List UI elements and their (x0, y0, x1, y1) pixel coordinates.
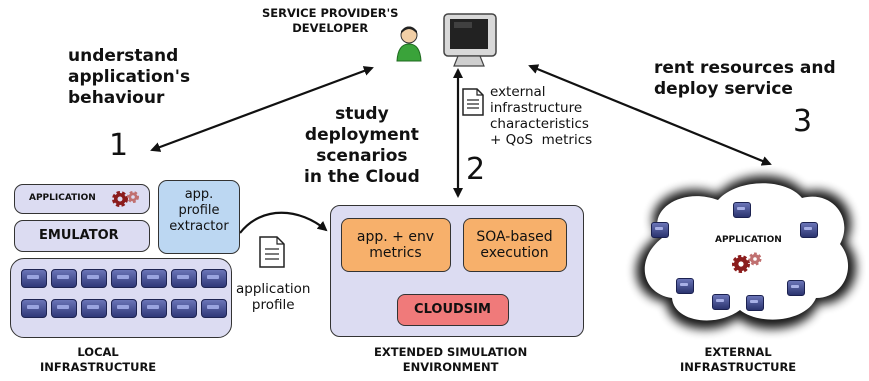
developer-label: SERVICE PROVIDER'S DEVELOPER (262, 6, 399, 35)
application-profile-document-icon (259, 236, 285, 268)
cloud-server-icon (651, 222, 669, 238)
server-icon (81, 269, 107, 288)
server-icon (51, 269, 77, 288)
step-1-number: 1 (109, 128, 129, 163)
server-icon (21, 299, 47, 318)
cloud-server-icon (746, 295, 764, 311)
cloud-server-icon (676, 278, 694, 294)
cloud-gears-icon (732, 252, 762, 273)
application-label: APPLICATION (29, 193, 96, 203)
cloudsim-box: CLOUDSIM (397, 294, 509, 326)
cloud-application-label: APPLICATION (715, 235, 782, 245)
developer-person-icon (396, 26, 422, 62)
server-icon (201, 269, 227, 288)
external-characteristics-text: external infrastructure characteristics … (490, 84, 593, 148)
server-icon (81, 299, 107, 318)
external-infrastructure-caption: EXTERNAL INFRASTRUCTURE (680, 345, 797, 374)
rent-resources-text: rent resources and deploy service (654, 58, 836, 99)
arrow-developer-local (150, 66, 374, 152)
application-profile-label: application profile (236, 281, 311, 313)
metrics-label: app. + env metrics (356, 229, 435, 261)
server-icon (171, 269, 197, 288)
local-infrastructure-caption: LOCAL INFRASTRUCTURE (40, 345, 157, 374)
profile-extractor-box: app. profile extractor (158, 180, 240, 254)
server-icon (51, 299, 77, 318)
simulation-environment-box: app. + env metrics SOA-based execution C… (330, 205, 584, 337)
soa-execution-label: SOA-based execution (476, 229, 553, 261)
application-box: APPLICATION (14, 184, 150, 214)
cloud-server-icon (800, 222, 818, 238)
understand-behaviour-text: understand application's behaviour (68, 46, 191, 108)
server-icon (21, 269, 47, 288)
profile-extractor-label: app. profile extractor (169, 187, 229, 234)
cloud-server-icon (733, 202, 751, 218)
step-3-number: 3 (793, 104, 813, 139)
step-2-number: 2 (466, 152, 486, 187)
local-servers-box (10, 258, 232, 338)
server-icon (141, 269, 167, 288)
external-characteristics-document-icon (462, 88, 484, 116)
server-icon (111, 299, 137, 318)
emulator-label: EMULATOR (39, 228, 119, 243)
server-icon (171, 299, 197, 318)
gears-icon (112, 191, 139, 207)
cloud-server-icon (787, 280, 805, 296)
study-deployment-text: study deployment scenarios in the Cloud (304, 104, 420, 187)
cloud-server-icon (712, 294, 730, 310)
soa-execution-box: SOA-based execution (463, 218, 567, 272)
metrics-box: app. + env metrics (341, 218, 451, 272)
server-icon (201, 299, 227, 318)
server-icon (111, 269, 137, 288)
cloudsim-label: CLOUDSIM (414, 302, 491, 317)
emulator-box: EMULATOR (14, 220, 150, 252)
simulation-environment-caption: EXTENDED SIMULATION ENVIRONMENT (374, 345, 528, 374)
arrow-developer-external (528, 64, 772, 166)
arrow-extractor-simulation (239, 211, 328, 234)
server-icon (141, 299, 167, 318)
monitor-icon (443, 13, 497, 67)
